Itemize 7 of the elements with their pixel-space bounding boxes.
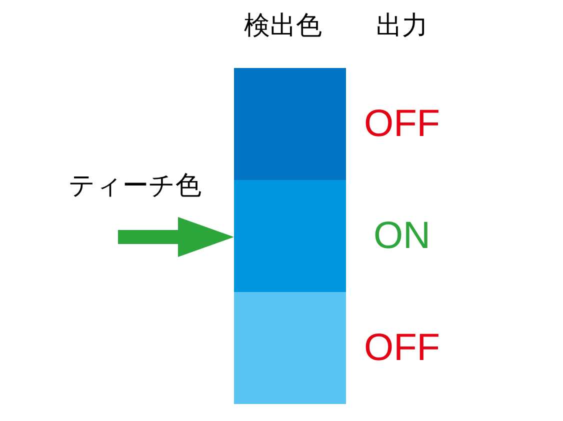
column-header: 出力 bbox=[376, 13, 428, 39]
output-label: OFF bbox=[364, 105, 440, 143]
column-header: 検出色 bbox=[244, 13, 322, 39]
arrow bbox=[118, 217, 234, 257]
edge-label: ティーチ色 bbox=[68, 173, 202, 199]
output-label: OFF bbox=[364, 329, 440, 367]
output-label: ON bbox=[374, 217, 430, 255]
